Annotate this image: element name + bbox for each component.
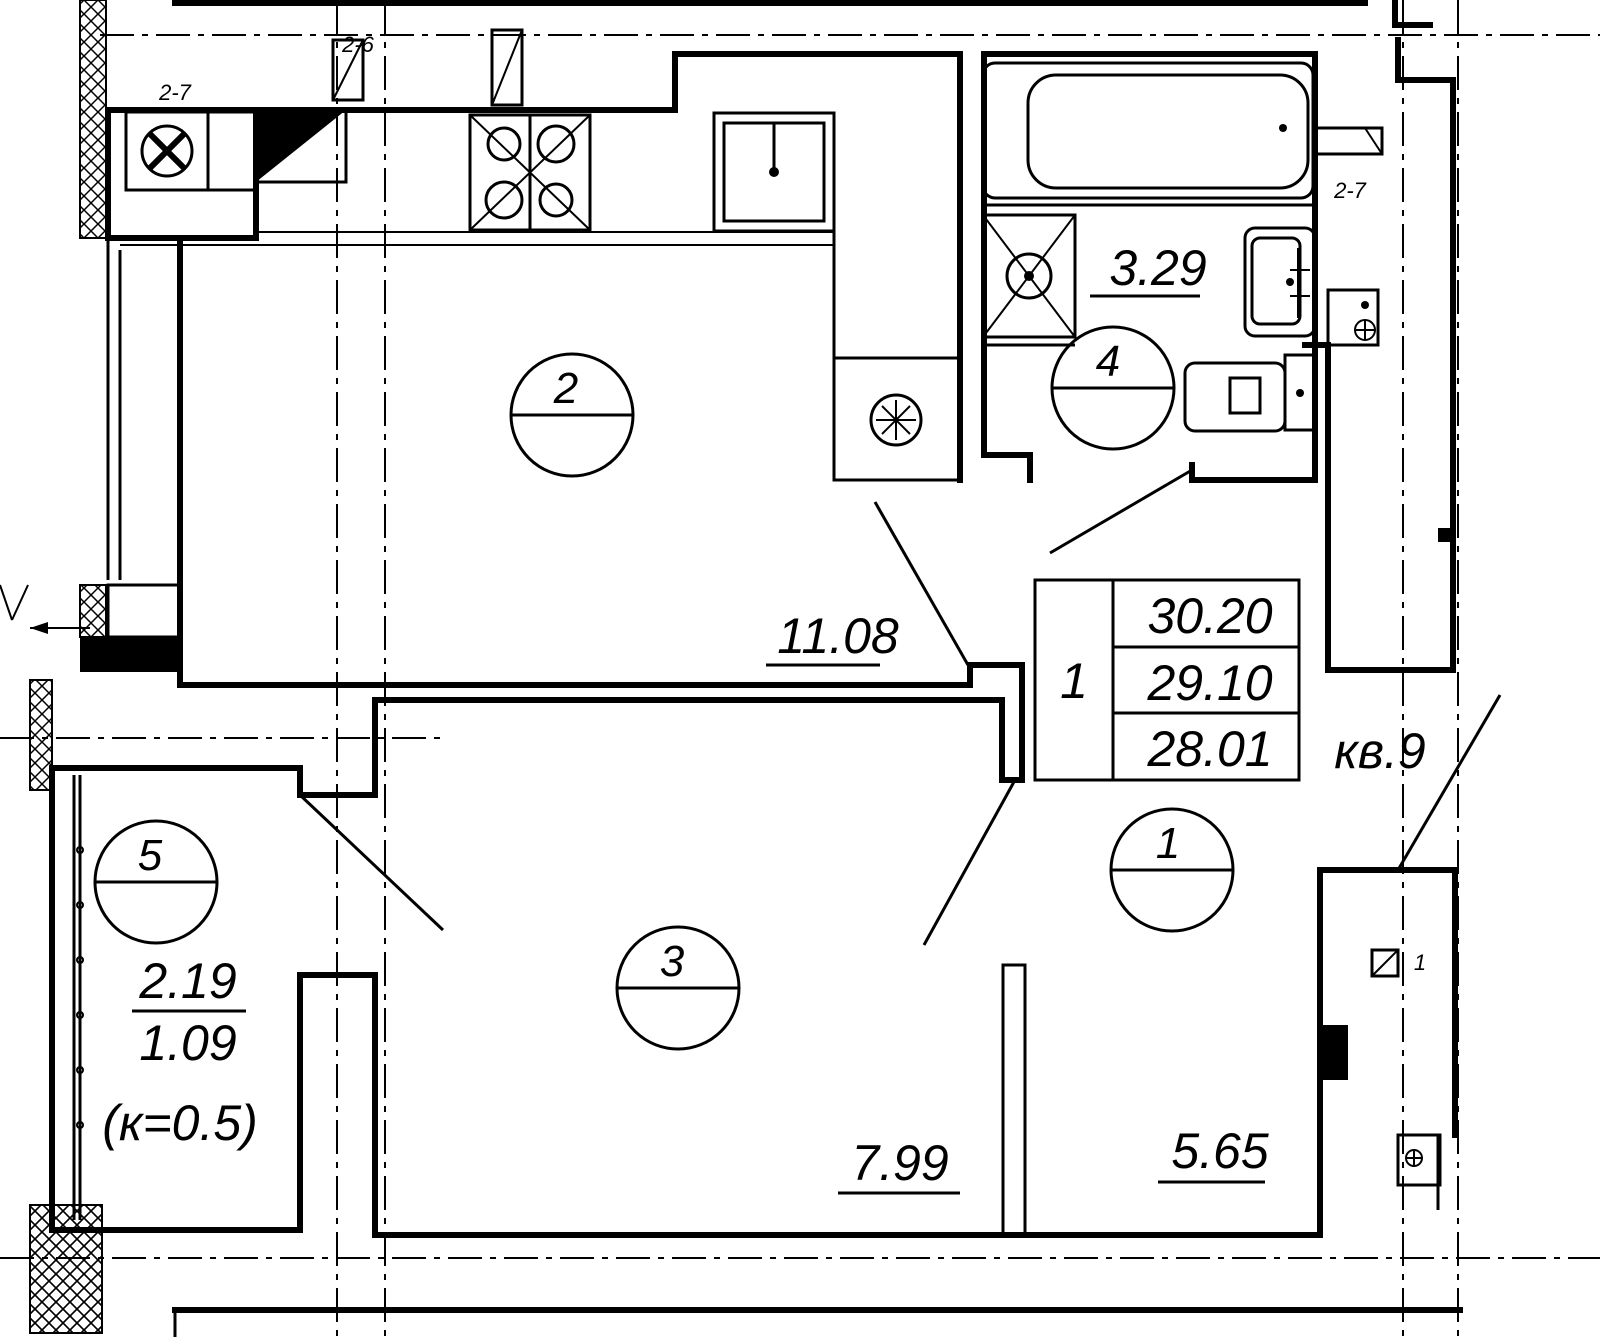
riser-tag: 2-6 <box>341 32 375 57</box>
room-marker-1: 1 <box>1109 807 1235 933</box>
boiler-icon <box>140 124 194 178</box>
toilet-icon <box>1183 361 1287 433</box>
walls <box>49 0 1463 1337</box>
washbasin-icon <box>1243 226 1317 338</box>
room-marker-2: 2 <box>509 352 635 478</box>
area-with-balcony: 29.10 <box>1146 655 1272 711</box>
room-area-1: 5.65 <box>1171 1123 1269 1179</box>
riser-tag: 2-7 <box>158 80 192 105</box>
riser-tag: 2-7 <box>1333 178 1367 203</box>
room-area-3: 7.99 <box>851 1135 948 1191</box>
room-number: 1 <box>1156 819 1180 868</box>
room-areas: 11.08 3.29 5.65 7.99 2.19 1.09 (к=0.5) <box>102 240 1269 1195</box>
room-area-5: 2.19 <box>138 953 236 1009</box>
apartment-area-table: 1 30.20 29.10 28.01 кв.9 <box>1033 578 1426 782</box>
apartment-room-count: 1 <box>1060 653 1088 709</box>
bathroom-fixtures <box>981 61 1384 433</box>
room-marker-5: 5 <box>93 819 219 945</box>
door-swings <box>0 468 1502 946</box>
room-number: 2 <box>553 364 578 413</box>
fan-icon <box>869 393 923 447</box>
kitchen-equipment <box>120 28 962 482</box>
shower-drain-icon <box>981 213 1077 339</box>
room-area-5-reduced: 1.09 <box>139 1015 236 1071</box>
loggia-glazing-pins <box>76 846 84 1129</box>
room-number: 3 <box>660 937 685 986</box>
room-number: 4 <box>1096 337 1120 386</box>
room-marker-3: 3 <box>615 925 741 1051</box>
area-without-balcony: 28.01 <box>1146 721 1272 777</box>
room-area-4: 3.29 <box>1109 240 1206 296</box>
room-marker-4: 4 <box>1050 325 1176 451</box>
room-number: 5 <box>138 831 163 880</box>
total-area: 30.20 <box>1147 588 1272 644</box>
room-area-2: 11.08 <box>777 608 899 664</box>
apartment-label: кв.9 <box>1334 723 1425 779</box>
loggia-coefficient: (к=0.5) <box>102 1095 258 1151</box>
bathtub-icon <box>981 61 1315 200</box>
riser-tag: 1 <box>1414 950 1426 975</box>
riser-tags: 2-7 2-6 2-7 1 <box>158 32 1426 978</box>
